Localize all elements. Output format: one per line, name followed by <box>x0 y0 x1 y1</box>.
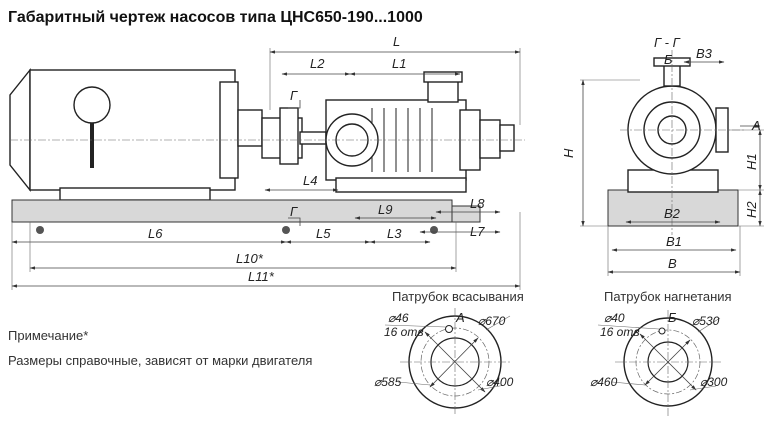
dim-B2: B2 <box>664 206 681 221</box>
discharge-flange-drawing <box>597 310 722 416</box>
section-label-gg: Г - Г <box>654 35 681 50</box>
bearing-cap <box>499 124 515 152</box>
foundation-bolt <box>36 226 44 234</box>
discharge-mark: Б <box>668 310 677 325</box>
dim-L10: L10* <box>236 251 264 266</box>
pump-feet <box>335 177 467 193</box>
section-mark-bottom: Г <box>290 204 298 219</box>
motor-fan-cover <box>9 68 31 192</box>
suction-hole-diameter: ⌀46 <box>388 311 409 325</box>
end-view-dimensions <box>580 60 764 276</box>
suction-outer-diameter: ⌀670 <box>478 314 506 328</box>
foundation-bolt <box>430 226 438 234</box>
dim-L4: L4 <box>303 173 317 188</box>
motor-feet <box>59 187 211 201</box>
suction-flange-drawing <box>384 308 511 416</box>
dim-L6: L6 <box>148 226 163 241</box>
discharge-outer-diameter: ⌀530 <box>692 314 720 328</box>
dim-L: L <box>393 34 400 49</box>
note-text: Размеры справочные, зависят от марки дви… <box>8 353 312 368</box>
suction-holes-count: 16 отв <box>384 325 424 339</box>
motor-flange <box>219 81 239 179</box>
coupling-shield <box>279 107 299 165</box>
dim-B1: B1 <box>666 234 682 249</box>
dim-L1: L1 <box>392 56 406 71</box>
dim-L2: L2 <box>310 56 325 71</box>
end-base-frame <box>607 189 739 227</box>
dim-B3: B3 <box>696 46 713 61</box>
suction-caption: Патрубок всасывания <box>392 289 524 304</box>
dim-L5: L5 <box>316 226 331 241</box>
pump-shaft <box>299 131 327 145</box>
dim-L7: L7 <box>470 224 485 239</box>
end-mark-a: A <box>751 118 761 133</box>
note-heading: Примечание* <box>8 328 88 343</box>
dim-L11: L11* <box>248 269 275 284</box>
dim-H2: H2 <box>744 201 759 218</box>
suction-bolt-circle: ⌀585 <box>374 375 402 389</box>
dim-H1: H1 <box>744 153 759 170</box>
discharge-inner-diameter: ⌀300 <box>700 375 728 389</box>
discharge-holes-count: 16 отв <box>600 325 640 339</box>
dim-L9: L9 <box>378 202 392 217</box>
suction-mark: A <box>455 310 465 325</box>
discharge-nozzle <box>427 79 459 103</box>
side-view-dimensions <box>11 48 521 290</box>
dim-L8: L8 <box>470 196 485 211</box>
motor-terminal-box <box>73 86 111 124</box>
base-frame-end <box>451 205 481 223</box>
discharge-caption: Патрубок нагнетания <box>604 289 732 304</box>
drawing-title: Габаритный чертеж насосов типа ЦНС650-19… <box>8 9 423 26</box>
dim-B: B <box>668 256 677 271</box>
pump-side-view <box>9 68 525 234</box>
suction-inner-diameter: ⌀400 <box>486 375 514 389</box>
end-mark-b: Б <box>664 52 673 67</box>
motor-body <box>29 69 236 191</box>
coupling-hub <box>237 109 263 147</box>
foundation-bolt <box>282 226 290 234</box>
bearing-housing <box>479 119 501 159</box>
dim-H: H <box>561 148 576 158</box>
discharge-bolt-circle: ⌀460 <box>590 375 618 389</box>
section-mark-top: Г <box>290 88 298 103</box>
discharge-flange <box>423 71 463 83</box>
dim-L3: L3 <box>387 226 402 241</box>
discharge-hole-diameter: ⌀40 <box>604 311 625 325</box>
